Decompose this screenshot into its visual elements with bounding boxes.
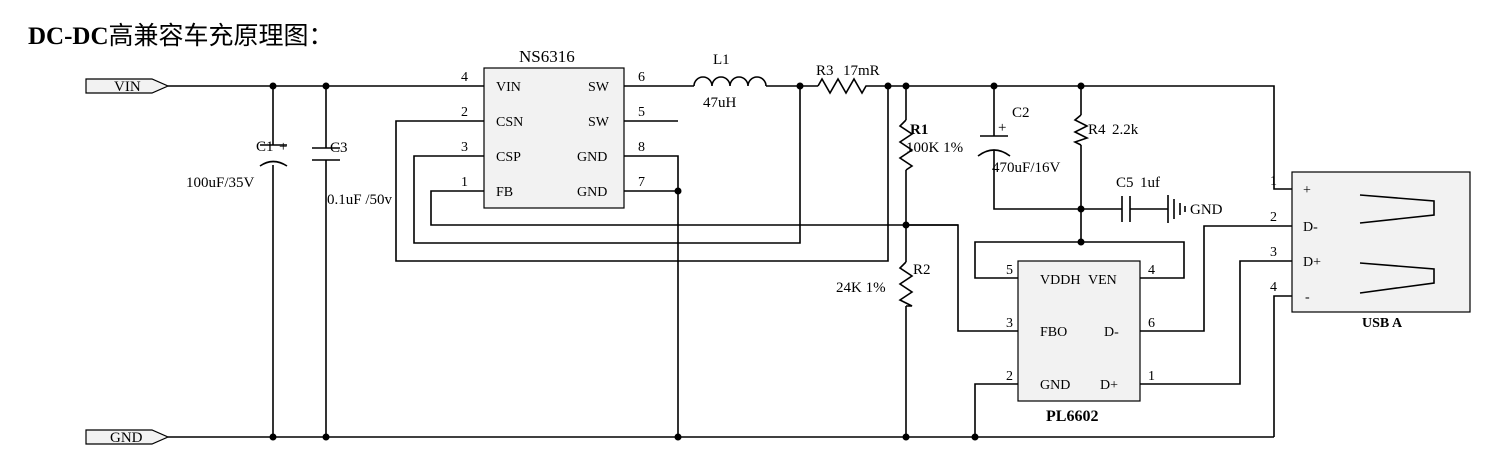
junctions xyxy=(269,82,1085,441)
usb-pin1-num: 1 xyxy=(1270,174,1277,189)
ns6316-pin5-num: 5 xyxy=(638,105,645,120)
usb-pin4-num: 4 xyxy=(1270,280,1277,295)
pl6602-pin6-name: D- xyxy=(1104,325,1119,340)
c5-value: 1uf xyxy=(1140,175,1160,191)
ns6316-pin8-num: 8 xyxy=(638,140,645,155)
r1-value: 100K 1% xyxy=(906,140,963,156)
gnd-port-label: GND xyxy=(110,430,143,446)
pl6602-pin1-name: D+ xyxy=(1100,378,1118,393)
capacitor-c1: C1 + 100uF/35V xyxy=(186,139,287,191)
capacitor-c3: C3 0.1uF /50v xyxy=(312,140,393,208)
usb-name: USB A xyxy=(1362,316,1403,331)
pl6602-pin3-name: FBO xyxy=(1040,325,1067,340)
l1-ref: L1 xyxy=(713,52,730,68)
r4-ref: R4 xyxy=(1088,122,1106,138)
pl6602-pin4-num: 4 xyxy=(1148,263,1155,278)
resistor-r3: R3 17mR xyxy=(816,63,880,95)
pl6602-pin5-name: VDDH xyxy=(1040,273,1080,288)
ns6316-name: NS6316 xyxy=(519,47,575,66)
ic-ns6316: NS6316 4 VIN 2 CSN 3 CSP 1 FB 6 SW 5 SW … xyxy=(461,47,645,209)
pl6602-pin4-name: VEN xyxy=(1088,273,1117,288)
pl6602-pin6-num: 6 xyxy=(1148,316,1155,331)
usb-a-connector: USB A 1 + 2 D- 3 D+ 4 - xyxy=(1270,171,1471,331)
usb-pin3-num: 3 xyxy=(1270,245,1277,260)
pl6602-pin1-num: 1 xyxy=(1148,369,1155,384)
ns6316-pin7-num: 7 xyxy=(638,175,645,190)
capacitor-c5: C5 1uf xyxy=(1116,175,1160,222)
ns6316-pin2-num: 2 xyxy=(461,105,468,120)
ns6316-pin1-num: 1 xyxy=(461,175,468,190)
c3-value: 0.1uF /50v xyxy=(327,192,393,208)
c5-ref: C5 xyxy=(1116,175,1134,191)
c2-ref: C2 xyxy=(1012,105,1030,121)
usb-pin3-name: D+ xyxy=(1303,255,1321,270)
ns6316-pin6-name: SW xyxy=(588,80,610,95)
l1-value: 47uH xyxy=(703,95,737,111)
ns6316-pin4-name: VIN xyxy=(496,80,521,95)
r4-value: 2.2k xyxy=(1112,122,1139,138)
ground-symbol-icon: GND xyxy=(1167,195,1223,223)
inductor-l1: L1 47uH xyxy=(693,52,767,111)
pl6602-pin2-name: GND xyxy=(1040,378,1070,393)
ground-symbol-label: GND xyxy=(1190,202,1223,218)
title-bold: DC-DC xyxy=(28,23,109,50)
ns6316-pin8-name: GND xyxy=(577,150,607,165)
vin-port-label: VIN xyxy=(114,79,141,95)
c1-ref: C1 xyxy=(256,139,274,155)
ic-pl6602: PL6602 5 VDDH 3 FBO 2 GND 4 VEN 6 D- 1 D… xyxy=(1006,260,1155,425)
c2-plus: + xyxy=(998,120,1006,136)
ns6316-pin2-name: CSN xyxy=(496,115,523,130)
title-rest: 高兼容车充原理图： xyxy=(108,23,334,50)
resistor-r1: R1 100K 1% xyxy=(898,119,963,171)
ns6316-pin7-name: GND xyxy=(577,185,607,200)
usb-pin2-num: 2 xyxy=(1270,210,1277,225)
ns6316-pin1-name: FB xyxy=(496,185,513,200)
pl6602-pin3-num: 3 xyxy=(1006,316,1013,331)
ns6316-pin3-num: 3 xyxy=(461,140,468,155)
r1-ref: R1 xyxy=(910,122,928,138)
c2-value: 470uF/16V xyxy=(992,160,1061,176)
r2-value: 24K 1% xyxy=(836,280,886,296)
pl6602-pin2-num: 2 xyxy=(1006,369,1013,384)
r3-ref: R3 xyxy=(816,63,834,79)
usb-pin4-name: - xyxy=(1305,290,1310,305)
gnd-port: GND xyxy=(85,429,170,446)
c3-ref: C3 xyxy=(330,140,348,156)
capacitor-c2: C2 + 470uF/16V xyxy=(977,105,1061,176)
pl6602-pin5-num: 5 xyxy=(1006,263,1013,278)
r2-ref: R2 xyxy=(913,262,931,278)
wires xyxy=(168,85,1292,438)
c1-value: 100uF/35V xyxy=(186,175,255,191)
ns6316-pin4-num: 4 xyxy=(461,70,468,85)
usb-pin1-name: + xyxy=(1303,183,1311,198)
pl6602-name: PL6602 xyxy=(1046,408,1098,425)
ns6316-pin3-name: CSP xyxy=(496,150,521,165)
c1-plus: + xyxy=(279,139,287,155)
vin-port: VIN xyxy=(85,78,170,95)
resistor-r2: R2 24K 1% xyxy=(836,261,931,307)
ns6316-pin5-name: SW xyxy=(588,115,610,130)
resistor-r4: R4 2.2k xyxy=(1072,114,1139,146)
ns6316-pin6-num: 6 xyxy=(638,70,645,85)
page-title: DC-DC高兼容车充原理图： xyxy=(28,16,334,52)
r3-value: 17mR xyxy=(843,63,880,79)
usb-pin2-name: D- xyxy=(1303,220,1318,235)
